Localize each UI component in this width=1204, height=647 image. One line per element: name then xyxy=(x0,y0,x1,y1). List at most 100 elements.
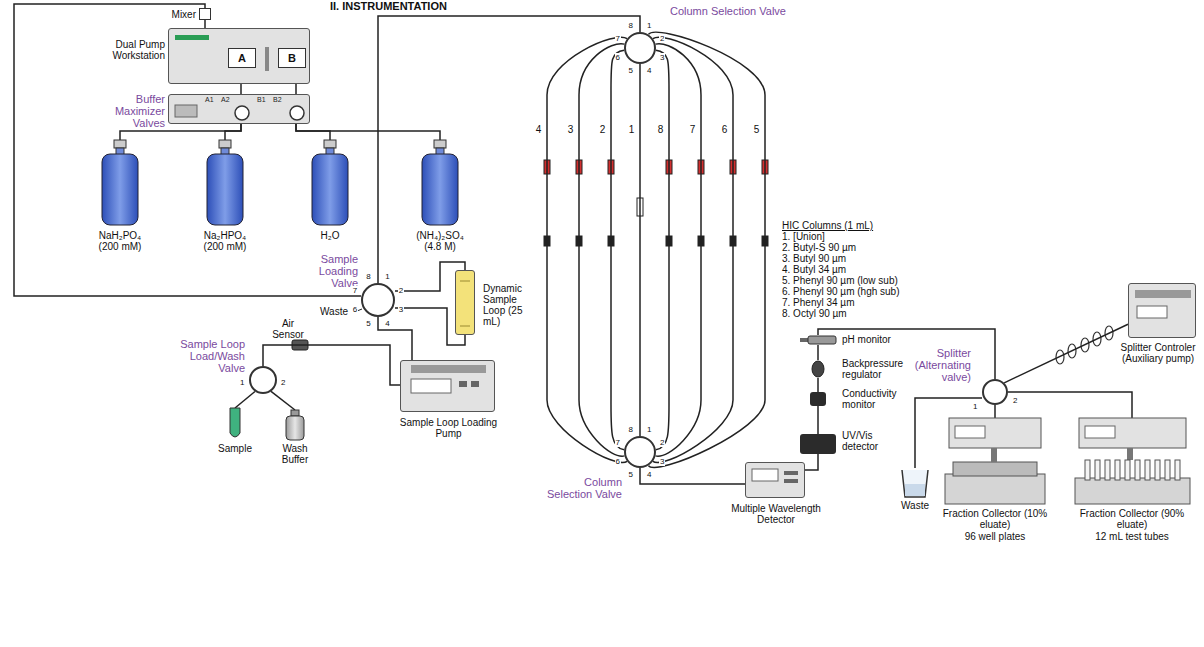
node-label: Backpressure regulator xyxy=(842,358,908,380)
device-art xyxy=(746,463,804,497)
tubing-line xyxy=(547,37,627,462)
node-label: UV/Vis detector xyxy=(842,430,894,452)
node-label: NaH₂PO₄ xyxy=(80,230,160,241)
node-label: pH monitor xyxy=(842,334,902,345)
column-cartridges xyxy=(544,160,768,246)
device-art xyxy=(945,418,1045,504)
node-label: Dual Pump Workstation xyxy=(97,39,165,61)
tubing-line xyxy=(271,391,295,410)
device-art xyxy=(800,335,836,345)
node-label: (200 mM) xyxy=(80,241,160,252)
tubing-line xyxy=(656,50,669,450)
rotary-valve: Column Selection Valve xyxy=(624,436,656,468)
node-label: Fraction Collector (90% eluate) xyxy=(1072,508,1192,530)
pump-channel: B xyxy=(278,48,306,68)
port-number: 4 xyxy=(646,66,652,75)
port-number: 8 xyxy=(628,21,634,30)
tubing-line xyxy=(240,84,242,94)
port-number: 3 xyxy=(659,53,665,62)
port-number: 6 xyxy=(615,457,621,466)
node-label: (200 mM) xyxy=(185,241,265,252)
callout-label: Waste xyxy=(320,306,350,317)
node-label: Column Selection Valve xyxy=(544,476,622,500)
callout-label: 1 xyxy=(972,402,978,411)
node-label: Waste xyxy=(895,500,935,511)
tubing-b xyxy=(295,84,297,94)
buffer-bottle: NaH₂PO₄(200 mM) xyxy=(100,140,140,226)
fraction-collector: Fraction Collector (10% eluate)96 well p… xyxy=(945,418,1045,504)
device-art xyxy=(1129,284,1195,337)
mixer: Mixer xyxy=(199,8,211,20)
callout-label: B1 xyxy=(257,96,266,104)
pump: Sample Loop Loading Pump xyxy=(400,360,495,412)
port-number: 3 xyxy=(398,305,404,314)
tubing-line xyxy=(648,32,765,467)
tubing-line xyxy=(805,454,818,470)
buffer-bottle: (NH₄)₂SO₄(4.8 M) xyxy=(420,140,460,226)
port-number: 1 xyxy=(384,272,390,281)
callout-label: 2 xyxy=(280,378,286,387)
tubing-line xyxy=(994,405,996,418)
callout-label: 2 xyxy=(1012,396,1018,405)
callout-label: 3 xyxy=(566,124,575,135)
sample-loop: Dynamic Sample Loop (25 mL) xyxy=(455,270,475,335)
tubing-line xyxy=(378,317,412,360)
node-label: Multiple Wavelength Detector xyxy=(731,503,821,525)
port-number: 1 xyxy=(646,21,652,30)
node-label: Mixer xyxy=(160,9,196,20)
node-label: 12 mL test tubes xyxy=(1072,531,1192,542)
tubing-line xyxy=(653,37,733,462)
device-art xyxy=(401,361,494,411)
callout-label: A1 xyxy=(205,96,214,104)
port-number: 7 xyxy=(615,438,621,447)
callout-label: B2 xyxy=(273,96,282,104)
device-art xyxy=(100,140,140,226)
tubing-line xyxy=(296,124,330,140)
device-art xyxy=(169,95,309,123)
detector: Multiple Wavelength Detector xyxy=(745,462,805,498)
ph-probe: pH monitor xyxy=(800,335,836,345)
legend-list-item: 4. Butyl 34 µm xyxy=(782,264,907,275)
legend-list-item: 2. Butyl-S 90 µm xyxy=(782,242,907,253)
device-art xyxy=(420,140,460,226)
port-number: 7 xyxy=(352,286,358,295)
splitter-valve: Splitter(Alternating valve) xyxy=(982,379,1008,405)
legend-list-item: 8. Octyl 90 µm xyxy=(782,308,907,319)
callout-label: 6 xyxy=(720,124,729,135)
port-number: 5 xyxy=(628,470,634,479)
callout-label: 1 xyxy=(627,124,636,135)
tubing-line xyxy=(656,44,701,456)
tubing-line xyxy=(225,124,241,140)
tubing-line xyxy=(579,44,624,456)
port-number: 8 xyxy=(365,272,371,281)
rotary-valve: Sample Loading Valve xyxy=(361,283,395,317)
callout-label: Air Sensor xyxy=(268,318,308,340)
legend-list-item: 3. Butyl 90 µm xyxy=(782,253,907,264)
device-art xyxy=(205,140,245,226)
device-art xyxy=(900,468,930,498)
node-label: H₂O xyxy=(290,230,370,241)
port-number: 1 xyxy=(646,425,652,434)
node-label: Wash Buffer xyxy=(270,443,320,465)
detector: UV/Vis detector xyxy=(800,434,836,454)
port-number: 2 xyxy=(398,286,404,295)
device-art xyxy=(228,408,242,440)
node-label: Buffer Maximizer Valves xyxy=(97,93,165,129)
regulator: Backpressure regulator xyxy=(811,360,825,378)
callout-label: A2 xyxy=(221,96,230,104)
tubing-line xyxy=(14,4,361,296)
node-label: 96 well plates xyxy=(935,531,1055,542)
node-label: Na₂HPO₄ xyxy=(185,230,265,241)
pump-channel: A xyxy=(228,48,256,68)
tubing-line xyxy=(817,378,819,392)
legend-list-item: HIC Columns (1 mL) xyxy=(782,220,907,231)
port-number: 4 xyxy=(646,470,652,479)
legend-list-item: 7. Phenyl 34 µm xyxy=(782,297,907,308)
legend-list-item: 6. Phenyl 90 µm (hgh sub) xyxy=(782,286,907,297)
aux-pump: Splitter Controler (Auxiliary pump) xyxy=(1128,283,1196,338)
tubing-line xyxy=(1004,324,1128,383)
device-art xyxy=(811,360,825,378)
node-label: Sample Loading Valve xyxy=(306,253,358,289)
node-label: Dynamic Sample Loop (25 mL) xyxy=(483,283,541,327)
legend-list-item: 5. Phenyl 90 µm (low sub) xyxy=(782,275,907,286)
